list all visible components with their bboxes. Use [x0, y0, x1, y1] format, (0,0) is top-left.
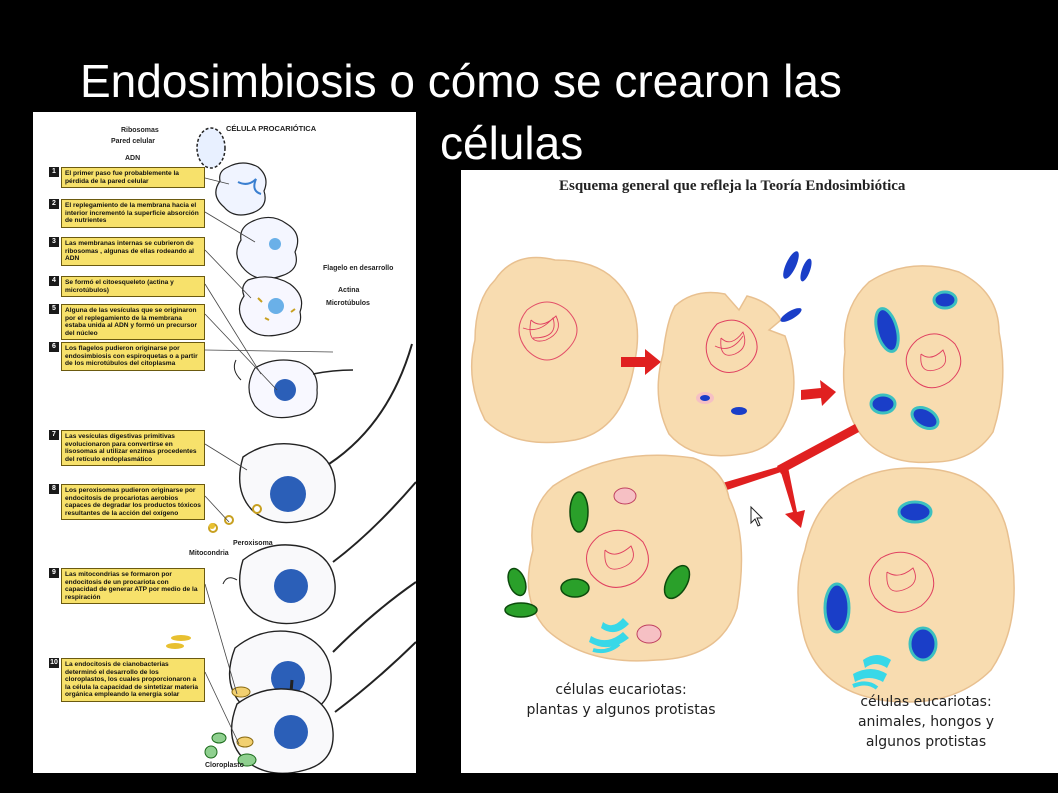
cell-step-1: [215, 162, 267, 216]
arrow-2: [801, 380, 836, 406]
step-6: 6 Los flagelos pudieron originarse por e…: [49, 342, 205, 371]
label-peroxisoma: Peroxisoma: [233, 540, 273, 547]
procaryote-heading: CÉLULA PROCARIÓTICA: [226, 124, 317, 133]
step-1: 1 El primer paso fue probablemente la pé…: [49, 167, 205, 189]
step-9: 9 Las mitocondrias se formaron por endoc…: [49, 568, 205, 605]
cell-host-1: [470, 256, 639, 444]
label-actina: Actina: [338, 287, 360, 294]
title-line-1: Endosimbiosis o cómo se crearon las: [80, 55, 842, 107]
label-microtubulos: Microtúbulos: [326, 300, 370, 307]
cell-step-2: [236, 216, 299, 280]
label-ribosomas: Ribosomas: [121, 127, 159, 134]
cell-host-2: [657, 251, 812, 457]
step-4: 4 Se formó el citoesqueleto (actina y mi…: [49, 276, 205, 298]
procaryote-illustration: [166, 127, 416, 773]
cell-prokaryote-initial: [196, 127, 226, 169]
cell-animal: [797, 467, 1015, 703]
step-2: 2 El replegamiento de la membrana hacia …: [49, 199, 205, 228]
title-line-2: células: [440, 117, 584, 169]
cell-host-3: [842, 265, 1004, 464]
cell-step-4-5: [248, 359, 354, 419]
label-mitocondria: Mitocondria: [189, 550, 229, 557]
step-7: 7 Las vesículas digestivas primitivas ev…: [49, 430, 205, 467]
cell-step-9: [222, 577, 238, 585]
cell-step-7: [208, 481, 416, 625]
label-flagelo: Flagelo en desarrollo: [323, 265, 394, 272]
cell-step-6: [233, 343, 413, 524]
connector-lines: [204, 177, 334, 745]
cell-step-8: [209, 504, 262, 529]
step-5: 5 Alguna de las vesículas que se origina…: [49, 304, 205, 341]
caption-animals: células eucariotas: animales, hongos y a…: [857, 694, 995, 750]
label-adn: ADN: [125, 155, 141, 162]
caption-plants: células eucariotas: plantas y algunos pr…: [526, 682, 716, 718]
cell-step-3: [238, 276, 303, 337]
endosymbiosis-diagram: [470, 251, 1015, 703]
step-8: 8 Los peroxisomas pudieron originarse po…: [49, 484, 205, 521]
slide-title: Endosimbiosis o cómo se crearon las célu…: [80, 50, 1040, 174]
endosymbiosis-scheme-panel: Esquema general que refleja la Teoría En…: [461, 170, 1058, 773]
cell-plant: [504, 454, 743, 662]
procaryote-evolution-panel: CÉLULA PROCARIÓTICA Ribosomas Pared celu…: [33, 112, 416, 773]
label-cloroplasto: Cloroplasto: [205, 762, 244, 769]
step-10: 10 La endocitosis de cianobacterias dete…: [49, 658, 205, 702]
cursor-icon: [750, 505, 764, 527]
arrow-1: [621, 349, 661, 375]
scheme-heading: Esquema general que refleja la Teoría En…: [559, 178, 906, 194]
cell-step-10: [204, 641, 416, 773]
step-3: 3 Las membranas internas se cubrieron de…: [49, 237, 205, 266]
label-pared-celular: Pared celular: [111, 138, 155, 145]
